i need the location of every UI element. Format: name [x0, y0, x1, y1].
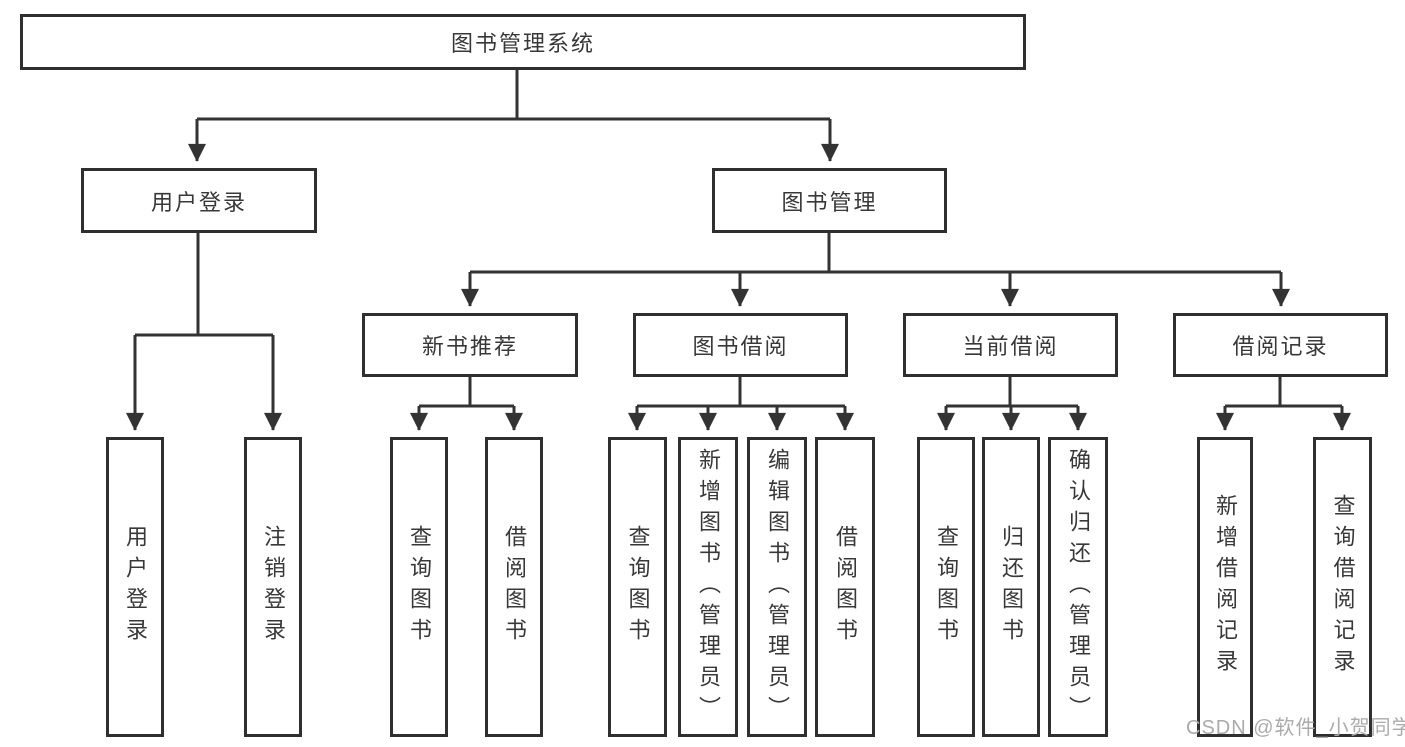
node-borrowing-records: 借阅记录 — [1173, 313, 1388, 377]
node-current-borrowing: 当前借阅 — [903, 313, 1118, 377]
node-book-management: 图书管理 — [712, 168, 947, 233]
leaf-return-books: 归还图书 — [982, 437, 1040, 737]
leaf-user-login: 用户登录 — [106, 437, 164, 737]
leaf-query-borrow-record: 查询借阅记录 — [1313, 437, 1372, 737]
leaf-borrow-books-recommend: 借阅图书 — [485, 437, 543, 737]
leaf-add-borrow-record: 新增借阅记录 — [1197, 437, 1253, 737]
node-new-book-recommendation: 新书推荐 — [362, 313, 578, 377]
csdn-watermark: CSDN @软件_小贺同学 — [1186, 717, 1405, 739]
leaf-edit-books-admin: 编辑图书（管理员） — [747, 437, 807, 737]
node-library-management-system: 图书管理系统 — [20, 14, 1026, 70]
leaf-confirm-return-admin: 确认归还（管理员） — [1048, 437, 1108, 737]
leaf-query-books-current: 查询图书 — [917, 437, 975, 737]
node-book-borrowing: 图书借阅 — [633, 313, 848, 377]
leaf-query-books-recommend: 查询图书 — [390, 437, 448, 737]
leaf-add-books-admin: 新增图书（管理员） — [678, 437, 738, 737]
node-user-login: 用户登录 — [81, 168, 317, 233]
leaf-logout: 注销登录 — [244, 437, 302, 737]
leaf-borrow-books: 借阅图书 — [815, 437, 875, 737]
leaf-query-books-borrow: 查询图书 — [608, 437, 667, 737]
